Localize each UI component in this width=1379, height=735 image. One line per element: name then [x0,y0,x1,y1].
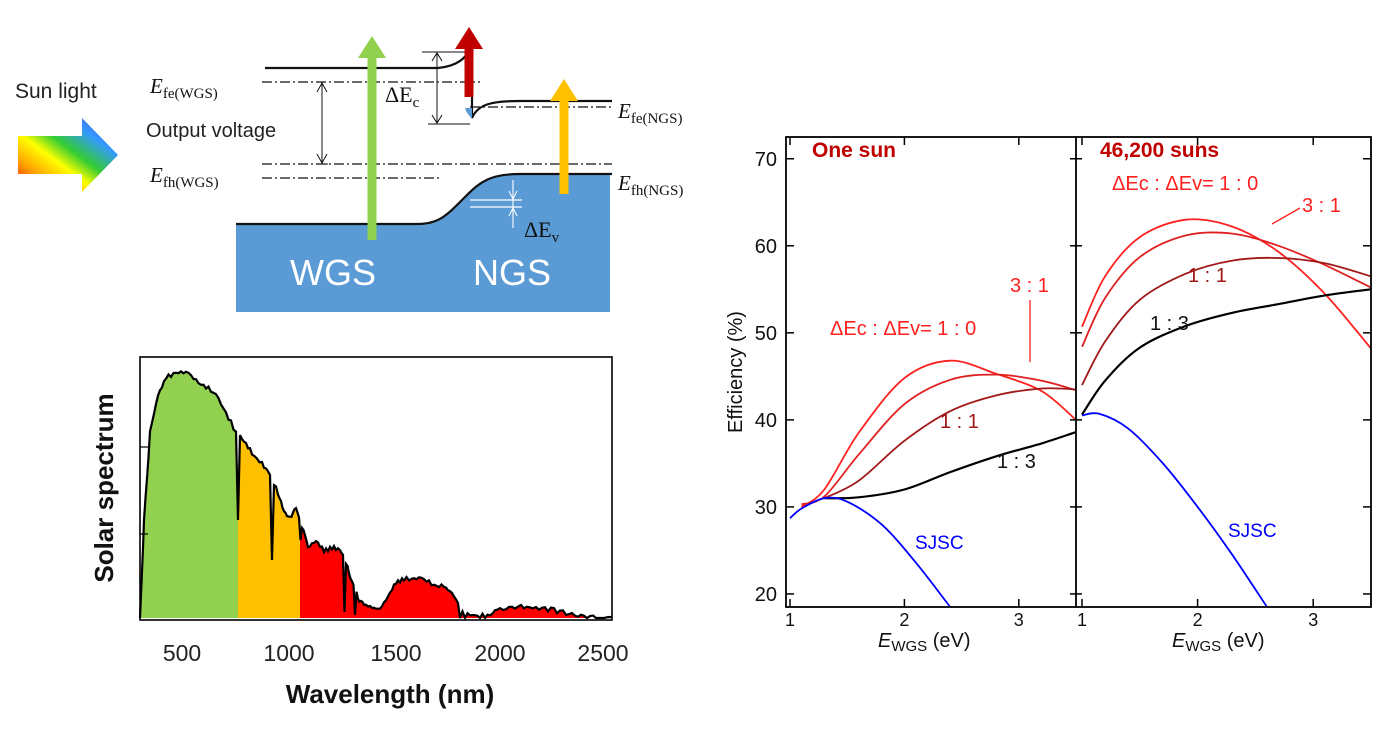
left-ratio-31-label: 3 : 1 [1010,275,1049,297]
left-series-2-line [823,387,1076,500]
spectrum-xtick-1500: 1500 [370,640,421,666]
left-xlabel: EWGS (eV) [878,630,971,655]
left-series-0-line [800,359,1076,508]
sunlight-arrow-icon [18,118,118,192]
right-xtick-1: 1 [1077,610,1087,630]
right-series-0-line [1081,218,1371,350]
efficiency-frame [785,136,1372,608]
left-series-4-line [789,496,951,607]
right-xtick-2: 2 [1193,610,1203,630]
spectrum-green-region [140,371,238,618]
right-xtick-3: 3 [1308,610,1318,630]
left-ratio-10-label: ΔEc : ΔEv= 1 : 0 [830,318,976,340]
valence-band-line [236,172,612,226]
right-xlabel: EWGS (eV) [1172,630,1265,655]
spectrum-xlabel: Wavelength (nm) [286,679,494,709]
wgs-label: WGS [290,252,376,293]
left-series-1-line [801,373,1076,506]
spectrum-orange-region [238,435,300,618]
right-ratio-31-leader [1271,207,1301,225]
efe-wgs-label: Efe(WGS) [149,74,218,102]
spectrum-ylabel: Solar spectrum [89,393,119,582]
solar-spectrum-chart: Solar spectrum 500 1000 1500 2000 2500 W… [89,356,629,709]
spectrum-curve [138,370,613,621]
left-series-3-line [824,431,1076,500]
efficiency-ytick-50: 50 [755,323,777,345]
one-sun-title: One sun [812,139,896,162]
efh-ngs-label: Efh(NGS) [617,171,683,199]
spectrum-xtick-1000: 1000 [263,640,314,666]
spectrum-frame [139,356,613,621]
spectrum-xtick-2000: 2000 [474,640,525,666]
left-xtick-1: 1 [785,610,795,630]
sun-light-label: Sun light [15,80,97,103]
spectrum-xtick-2500: 2500 [577,640,628,666]
electron-pocket [465,108,472,118]
ngs-label: NGS [473,252,551,293]
output-voltage-label: Output voltage [146,120,276,142]
semiconductor-body [236,174,610,312]
delta-ev-label: ΔEv [524,217,560,246]
left-ratio-11-label: 1 : 1 [940,411,979,433]
right-ratio-11-label: 1 : 1 [1188,265,1227,287]
right-ratio-10-label: ΔEc : ΔEv= 1 : 0 [1112,173,1258,195]
left-xtick-2: 2 [899,610,909,630]
delta-ec-label: ΔEc [385,82,420,111]
right-series-4-line [1081,412,1268,607]
efficiency-ytick-60: 60 [755,236,777,258]
right-sjsc-label: SJSC [1228,521,1277,542]
efficiency-chart: 20 30 40 50 60 70 1 2 3 1 2 3 Efficiency (%) One su… [725,136,1372,655]
efficiency-ytick-30: 30 [755,497,777,519]
band-diagram: Sun light Output voltage [15,27,683,312]
right-ratio-31-label: 3 : 1 [1302,195,1341,217]
many-suns-plot [1081,218,1371,607]
efficiency-ylabel: Efficiency (%) [725,311,747,433]
efficiency-ytick-70: 70 [755,149,777,171]
efficiency-ytick-40: 40 [755,410,777,432]
left-ratio-13-label: 1 : 3 [997,451,1036,473]
one-sun-plot [789,359,1076,607]
efe-ngs-label: Efe(NGS) [617,99,682,127]
spectrum-red-region [300,527,590,618]
right-ratio-13-label: 1 : 3 [1150,313,1189,335]
spectrum-xtick-500: 500 [163,640,201,666]
orange-arrow-head-icon [550,79,578,101]
left-sjsc-label: SJSC [915,533,964,554]
red-arrow-head-icon [455,27,483,49]
efh-wgs-label: Efh(WGS) [149,163,219,191]
left-xtick-3: 3 [1014,610,1024,630]
right-series-2-line [1081,256,1371,386]
green-arrow-head-icon [358,36,386,58]
right-series-3-line [1081,288,1371,416]
efficiency-ytick-20: 20 [755,584,777,606]
many-suns-title: 46,200 suns [1100,139,1219,162]
